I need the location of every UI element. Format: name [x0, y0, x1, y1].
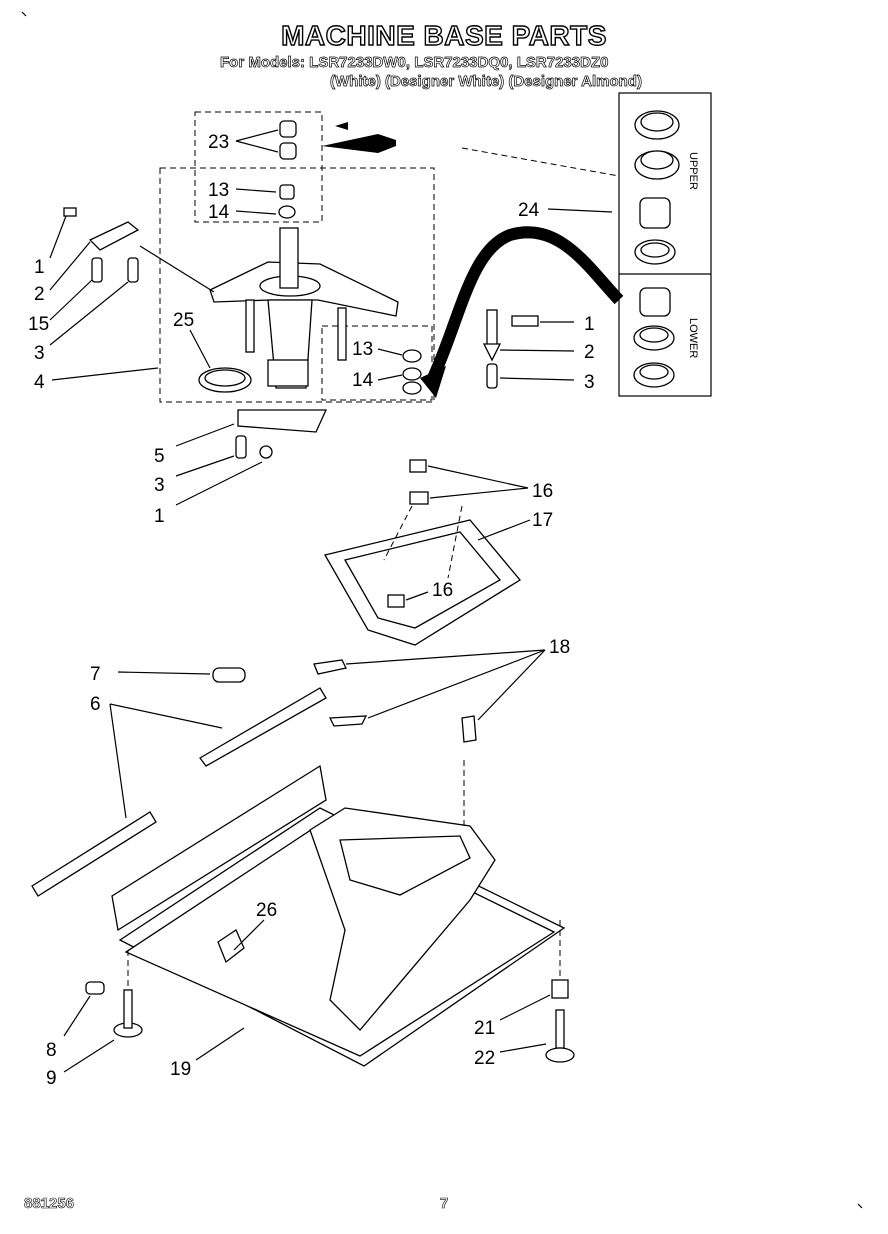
clip-18-icon [313, 659, 347, 675]
callout-18: 18 [549, 637, 570, 658]
frame-17-icon [324, 459, 521, 646]
callout-2-right: 2 [584, 342, 595, 363]
callout-25: 25 [173, 310, 194, 331]
callout-22: 22 [474, 1048, 495, 1069]
machine-base-icon [111, 760, 566, 1067]
document-number: 881256 [24, 1195, 75, 1213]
bushing-lower-icon [402, 349, 422, 395]
callout-9: 9 [46, 1068, 57, 1089]
callout-14-lower: 14 [352, 370, 374, 391]
plate-5-icon [235, 409, 328, 459]
upper-lower-kit-box [618, 92, 712, 397]
kit-rings-icon [633, 110, 680, 388]
callout-16: 16 [532, 481, 553, 502]
curved-arrow-icon [426, 226, 624, 383]
callout-24: 24 [518, 200, 540, 221]
callout-17: 17 [532, 510, 553, 531]
upper-kit-label: UPPER [687, 152, 699, 190]
upper-bushing-box [194, 111, 323, 223]
callout-1-lower: 1 [154, 506, 165, 527]
model-list: For Models: LSR7233DW0, LSR7233DQ0, LSR7… [220, 54, 609, 72]
callout-13-lower: 13 [352, 339, 373, 360]
bushing-23-icon [278, 120, 297, 219]
page-number: 7 [440, 1195, 449, 1213]
color-variants: (White) (Designer White) (Designer Almon… [330, 73, 643, 91]
lower-bushing-box [321, 325, 433, 401]
callout-16-lower: 16 [432, 580, 453, 601]
callout-19: 19 [170, 1059, 191, 1080]
callout-1: 1 [34, 257, 45, 278]
callout-numbers: 23 13 14 24 1 2 15 3 25 4 1 2 3 13 14 5 … [28, 132, 595, 1089]
callout-1-right: 1 [584, 314, 595, 335]
callout-4: 4 [34, 372, 45, 393]
callout-26: 26 [256, 900, 277, 921]
callout-6: 6 [90, 694, 101, 715]
leveling-foot-icon [85, 979, 575, 1063]
callout-3-right: 3 [584, 372, 595, 393]
ring-25-icon [198, 367, 252, 393]
spring-7-icon [212, 667, 246, 683]
callout-5: 5 [154, 446, 165, 467]
lower-kit-label: LOWER [687, 318, 699, 358]
callout-21: 21 [474, 1018, 495, 1039]
mounting-spider-icon [139, 227, 399, 389]
callout-7: 7 [90, 664, 101, 685]
callout-14: 14 [208, 202, 230, 223]
page-title: MACHINE BASE PARTS [280, 19, 607, 51]
callout-23: 23 [208, 132, 229, 153]
callout-3-lower: 3 [154, 475, 165, 496]
mounting-assembly-box [159, 167, 435, 403]
callout-8: 8 [46, 1040, 57, 1061]
callout-15: 15 [28, 314, 49, 335]
leader-lines [49, 129, 613, 1073]
arrow-icon [322, 134, 396, 153]
left-bracket-icon [63, 207, 140, 283]
right-bracket-icon [482, 309, 539, 389]
callout-2: 2 [34, 284, 45, 305]
callout-13: 13 [208, 180, 229, 201]
callout-3: 3 [34, 343, 45, 364]
bracket-6-icon [199, 687, 327, 767]
